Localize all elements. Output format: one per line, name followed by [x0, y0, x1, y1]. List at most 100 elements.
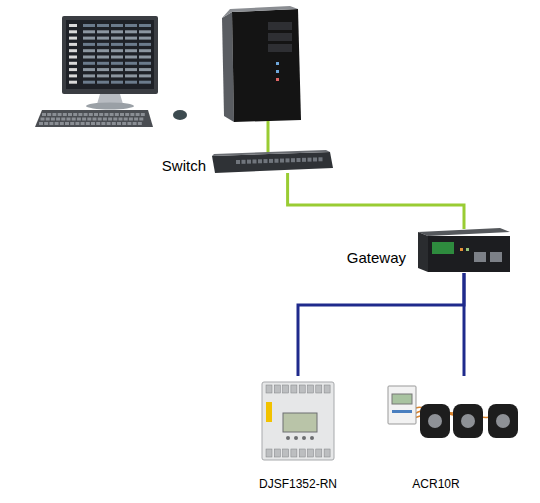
- screen-cell: [97, 49, 109, 52]
- terminal: [299, 385, 305, 393]
- screen-cell: [97, 81, 109, 84]
- terminal: [308, 449, 314, 457]
- server-front: [232, 9, 301, 122]
- key: [73, 113, 77, 116]
- screen-cell: [69, 37, 77, 40]
- key: [98, 118, 102, 121]
- screen-cell: [111, 37, 123, 40]
- screen-cell: [83, 49, 95, 52]
- switch-port: [286, 158, 290, 162]
- key: [113, 118, 117, 121]
- screen-cell: [83, 81, 95, 84]
- node-label: DJSF1352-RN: [228, 477, 368, 491]
- gateway-led: [466, 248, 469, 251]
- key: [51, 118, 55, 121]
- server-led: [276, 70, 279, 73]
- drive-bay: [268, 22, 292, 30]
- screen-cell: [83, 43, 95, 46]
- key: [138, 122, 142, 125]
- switch-ports: [236, 157, 323, 164]
- monitor-bezel: [62, 16, 158, 94]
- server-top: [222, 6, 298, 18]
- key: [52, 113, 56, 116]
- terminal: [324, 449, 330, 457]
- monitor-base: [86, 103, 134, 110]
- key: [44, 122, 48, 125]
- key: [89, 113, 93, 116]
- screen-cell: [125, 37, 137, 40]
- key: [122, 122, 126, 125]
- drive-bay: [268, 33, 292, 41]
- key: [86, 122, 90, 125]
- computer-illustration: [35, 16, 187, 127]
- screen-cell: [69, 56, 77, 59]
- key: [68, 113, 72, 116]
- network-cable: [463, 273, 466, 376]
- switch-port: [242, 160, 246, 164]
- key: [58, 113, 62, 116]
- ct-hole: [428, 414, 442, 428]
- meter-button: [302, 436, 306, 440]
- gateway-node: Gateway: [418, 229, 510, 273]
- key: [41, 118, 45, 121]
- switch-port: [253, 159, 257, 163]
- terminal: [283, 385, 289, 393]
- key: [104, 113, 108, 116]
- switch-port: [275, 159, 279, 163]
- server-side: [222, 12, 234, 122]
- key: [127, 122, 131, 125]
- key: [60, 122, 64, 125]
- screen-cell: [83, 56, 95, 59]
- screen-cell: [83, 24, 95, 27]
- server-led: [276, 62, 279, 65]
- screen-cell: [139, 30, 151, 33]
- screen-cell: [97, 74, 109, 77]
- terminal: [299, 449, 305, 457]
- key: [124, 118, 128, 121]
- terminal-block: [432, 242, 454, 254]
- djsf-meter-illustration: [262, 382, 334, 460]
- meter-lcd: [283, 413, 317, 432]
- key: [115, 113, 119, 116]
- screen-cell: [125, 49, 137, 52]
- screen-cell: [69, 43, 77, 46]
- gateway-illustration: [418, 228, 510, 272]
- key: [125, 113, 129, 116]
- screen-cell: [111, 43, 123, 46]
- gateway-side: [418, 232, 428, 272]
- meter-body: [262, 382, 334, 460]
- meter-button: [294, 436, 298, 440]
- terminal: [324, 385, 330, 393]
- key: [78, 113, 82, 116]
- key: [141, 113, 145, 116]
- key: [75, 122, 79, 125]
- monitor-screen: [66, 20, 154, 89]
- key: [108, 118, 112, 121]
- screen-cell: [139, 62, 151, 65]
- key: [110, 113, 114, 116]
- screen-cell: [69, 74, 77, 77]
- key: [77, 118, 81, 121]
- screen-cell: [139, 74, 151, 77]
- network-cable: [267, 121, 270, 155]
- key: [91, 122, 95, 125]
- keyboard-keys: [39, 113, 145, 125]
- key: [67, 118, 71, 121]
- node-label: ACR10R: [365, 477, 507, 491]
- screen-cell: [111, 68, 123, 71]
- meter-lcd: [392, 394, 412, 404]
- gateway-top: [418, 228, 510, 236]
- key: [99, 113, 103, 116]
- screen-cell: [125, 81, 137, 84]
- network-cable: [298, 273, 464, 376]
- screen-cell: [111, 56, 123, 59]
- switch-port: [308, 158, 312, 162]
- gateway-body: [428, 236, 510, 272]
- switch-port: [236, 160, 240, 164]
- terminal: [291, 385, 297, 393]
- terminal: [283, 449, 289, 457]
- key: [55, 122, 59, 125]
- screen-cell: [97, 37, 109, 40]
- mouse: [173, 110, 187, 120]
